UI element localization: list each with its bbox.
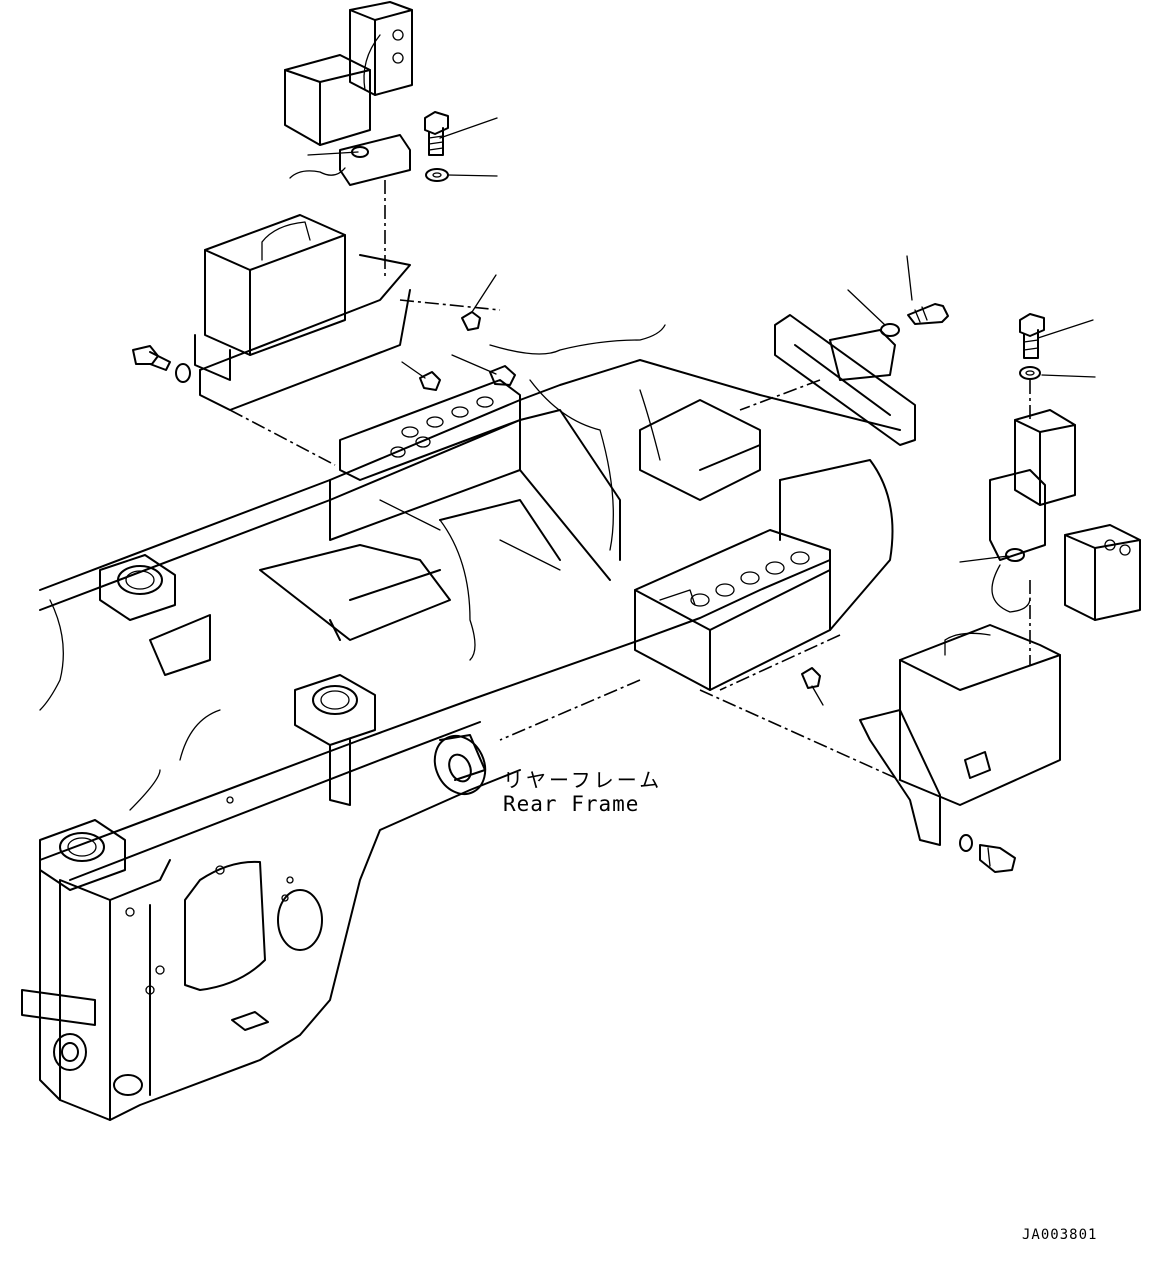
bolt-top (424, 111, 449, 182)
connector-fittings (419, 311, 821, 689)
bolt-left (132, 345, 191, 383)
center-lines (229, 180, 1031, 781)
hitch-ring (433, 734, 487, 796)
relay-box-left (339, 379, 521, 481)
front-brackets (39, 554, 376, 891)
rear-frame-label-jp: リヤーフレーム (503, 768, 663, 792)
right-cover-plate (859, 624, 1061, 846)
top-cover-plate (194, 214, 411, 411)
leader-lines (307, 117, 1096, 706)
switch-assembly-top (284, 1, 413, 186)
rear-frame-body (21, 359, 901, 1121)
switch-assembly-right (989, 409, 1141, 621)
rear-frame-label-en: Rear Frame (503, 792, 640, 816)
battery-box (634, 459, 894, 691)
bolt-right (1019, 313, 1045, 380)
drawing-id: JA003801 (1022, 1227, 1098, 1243)
wiring-harness (39, 324, 666, 811)
bolt-upper-right (880, 303, 949, 337)
cross-member (259, 399, 761, 641)
mounting-bracket (774, 314, 916, 446)
bolt-lower-right (959, 834, 1016, 873)
